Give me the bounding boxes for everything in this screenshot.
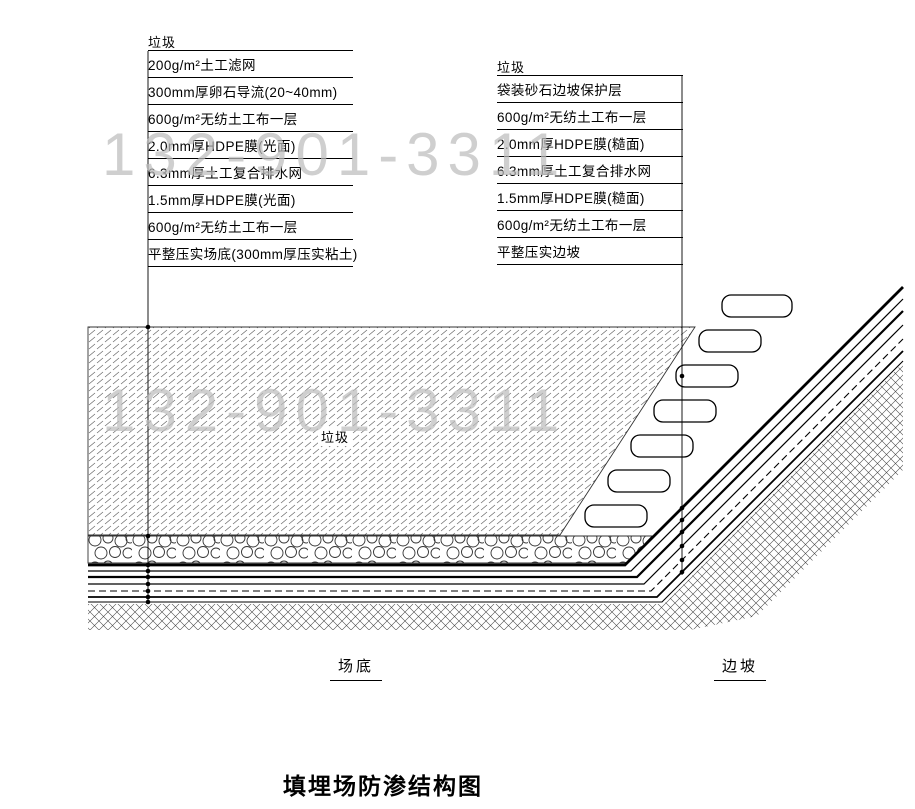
sandbag: [721, 294, 793, 318]
leader-dot: [679, 543, 685, 549]
layer-row: 300mm厚卵石导流(20~40mm): [148, 78, 353, 105]
layer-row: 2.0mm厚HDPE膜(糙面): [497, 130, 683, 157]
membrane-line: [88, 298, 904, 572]
gravel-drainage-layer: [87, 535, 654, 564]
leader-dot: [145, 574, 151, 580]
layer-row: 200g/m²土工滤网: [148, 51, 353, 78]
layer-row: 600g/m²无纺土工布一层: [497, 103, 683, 130]
membrane-line: [88, 350, 904, 598]
layer-row: 1.5mm厚HDPE膜(光面): [148, 186, 353, 213]
layer-row: 袋装砂石边坡保护层: [497, 76, 683, 103]
layer-row: 6.3mm厚土工复合排水网: [497, 157, 683, 184]
leader-dot: [679, 373, 685, 379]
ground-hatch-slope: [664, 363, 903, 630]
layer-row: 平整压实场底(300mm厚压实粘土): [148, 240, 357, 267]
leader-dot: [145, 588, 151, 594]
leader-dot: [145, 594, 151, 600]
table-header: 垃圾: [148, 36, 353, 51]
membrane-line: [88, 310, 904, 579]
sandbag-stack: [584, 294, 793, 528]
bottom-section-label: 场底: [330, 655, 383, 681]
sandbag: [607, 469, 671, 493]
slope-section-label: 边坡: [714, 655, 767, 681]
layer-row: 2.0mm厚HDPE膜(光面): [148, 132, 353, 159]
layer-row: 600g/m²无纺土工布一层: [148, 213, 353, 240]
leader-dot: [679, 505, 685, 511]
sandbag: [630, 434, 694, 458]
leader-right-dots: [679, 373, 685, 575]
sandbag: [653, 399, 717, 423]
leader-dot: [679, 569, 685, 575]
sandbag: [675, 364, 739, 388]
ground-hatch-bottom: [88, 604, 664, 630]
leader-left-dots: [145, 324, 151, 605]
leader-dot: [679, 557, 685, 563]
layer-row: 600g/m²无纺土工布一层: [497, 211, 683, 238]
garbage-area-label: 垃圾: [318, 427, 353, 446]
membrane-line-dashed: [88, 338, 904, 592]
leader-dot: [679, 529, 685, 535]
leader-dot: [145, 324, 151, 330]
sandbag: [584, 504, 648, 528]
table-header: 垃圾: [497, 61, 683, 76]
drawing-title: 填埋场防渗结构图: [283, 773, 483, 799]
leader-dot: [145, 533, 151, 539]
bottom-layers-table: 垃圾 200g/m²土工滤网 300mm厚卵石导流(20~40mm) 600g/…: [148, 36, 357, 267]
leader-dot: [679, 517, 685, 523]
membrane-line: [88, 286, 904, 567]
membrane-line: [88, 324, 904, 585]
layer-row: 1.5mm厚HDPE膜(糙面): [497, 184, 683, 211]
layer-row: 6.3mm厚土工复合排水网: [148, 159, 353, 186]
leader-dot: [145, 599, 151, 605]
garbage-fill-area: [87, 326, 696, 536]
leader-dot: [145, 562, 151, 568]
layer-row: 平整压实边坡: [497, 238, 683, 265]
leader-dot: [145, 581, 151, 587]
liner-membranes: [88, 286, 904, 603]
layer-row: 600g/m²无纺土工布一层: [148, 105, 353, 132]
membrane-line: [88, 360, 904, 603]
sandbag: [698, 329, 762, 353]
slope-layers-table: 垃圾 袋装砂石边坡保护层 600g/m²无纺土工布一层 2.0mm厚HDPE膜(…: [497, 61, 683, 265]
leader-dot: [145, 568, 151, 574]
